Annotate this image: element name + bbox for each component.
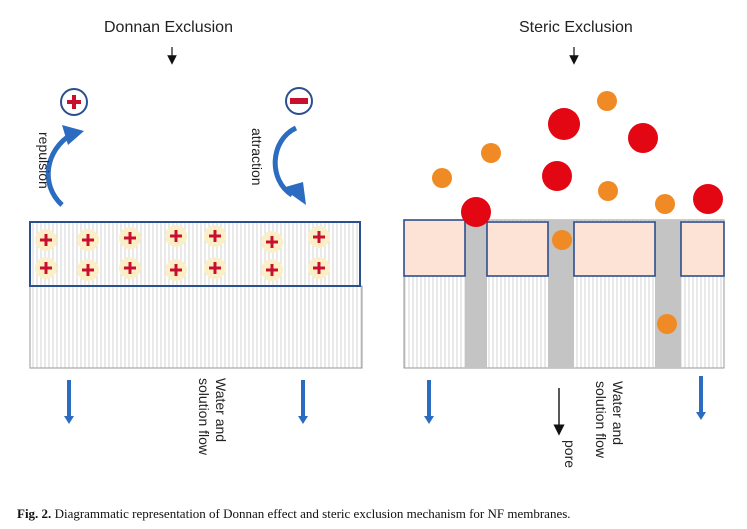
small-solute	[552, 230, 572, 250]
repulsion-label: repulsion	[36, 132, 52, 189]
steric-flow-arrow-left	[424, 380, 434, 424]
donnan-flow-arrow-left	[64, 380, 74, 424]
donnan-title: Donnan Exclusion	[104, 19, 233, 36]
selective-block-3	[573, 221, 656, 277]
fixed-charge	[77, 229, 99, 251]
fixed-charge	[204, 225, 226, 247]
small-solute	[655, 194, 675, 214]
fixed-charge	[77, 259, 99, 281]
steric-flow-arrow-right	[696, 376, 706, 420]
donnan-fixed-charges	[35, 225, 330, 281]
fixed-charge	[35, 229, 57, 251]
steric-title: Steric Exclusion	[519, 19, 633, 36]
attracted-anion	[285, 87, 313, 115]
fixed-charge	[204, 257, 226, 279]
fixed-charge	[35, 257, 57, 279]
pore-label: pore	[562, 440, 578, 469]
large-solute	[693, 184, 723, 214]
small-solute	[598, 181, 618, 201]
fixed-charge	[261, 259, 283, 281]
pore-3	[655, 220, 681, 368]
attraction-label: attraction	[249, 128, 265, 186]
fixed-charge	[308, 257, 330, 279]
small-solute	[481, 143, 501, 163]
small-solute	[657, 314, 677, 334]
fixed-charge	[165, 225, 187, 247]
large-solute	[548, 108, 580, 140]
selective-block-1	[403, 219, 466, 277]
donnan-flow-label-line2: solution flow	[196, 378, 212, 456]
figure-caption-text: Diagrammatic representation of Donnan ef…	[54, 506, 571, 521]
steric-flow-label-line1: Water and	[610, 381, 626, 446]
large-solute	[461, 197, 491, 227]
fixed-charge	[119, 257, 141, 279]
fixed-charge	[308, 226, 330, 248]
selective-block-4	[680, 221, 725, 277]
steric-flow-label-line2: solution flow	[593, 381, 609, 459]
selective-block-2	[486, 221, 549, 277]
donnan-flow-label-line1: Water and	[213, 378, 229, 443]
figure-caption: Fig. 2. Diagrammatic representation of D…	[17, 506, 571, 522]
fixed-charge	[165, 259, 187, 281]
large-solute	[542, 161, 572, 191]
figure-label: Fig. 2.	[17, 506, 52, 521]
small-solute	[432, 168, 452, 188]
steric-flow-label: Water and solution flow	[592, 381, 626, 458]
fixed-charge	[119, 227, 141, 249]
large-solute	[628, 123, 658, 153]
repelled-cation	[60, 88, 88, 116]
fixed-charge	[261, 231, 283, 253]
donnan-flow-label: Water and solution flow	[195, 378, 229, 455]
donnan-membrane-support	[29, 285, 363, 369]
repulsion-curve-arrow	[45, 125, 84, 207]
pore-1	[465, 220, 487, 368]
donnan-flow-arrow-right	[298, 380, 308, 424]
attraction-curve-arrow	[272, 125, 306, 205]
small-solute	[597, 91, 617, 111]
